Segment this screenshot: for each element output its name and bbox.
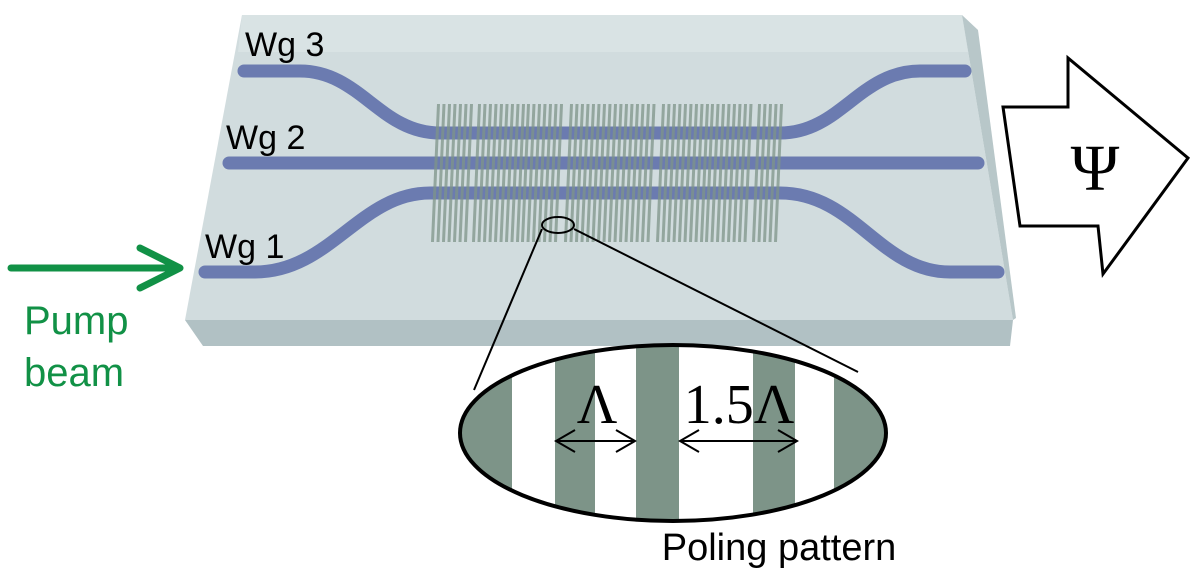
chip-right-face: [962, 15, 1016, 320]
grating-plate: [641, 104, 650, 242]
grating-plate: [442, 104, 451, 242]
grating-plate: [763, 104, 772, 242]
chip-front-face: [185, 320, 1013, 346]
grating-plate: [597, 104, 606, 242]
grating-plate: [743, 104, 753, 242]
zoom-source-ellipse: [541, 216, 575, 234]
chip-top-highlight: [238, 15, 968, 52]
grating-plate: [477, 104, 487, 242]
lambda-1.5-label: 1.5Λ: [684, 374, 795, 436]
grating-plate: [526, 104, 536, 242]
grating-plate: [564, 104, 573, 242]
grating-plate: [710, 104, 720, 242]
grating-plate: [472, 104, 481, 242]
grating-plate: [580, 104, 590, 242]
grating-plate: [516, 104, 525, 242]
poling-pattern-caption: Poling pattern: [662, 527, 897, 569]
grating-plate: [661, 104, 671, 242]
grating-plate: [721, 104, 731, 242]
poling-domain: [834, 345, 886, 521]
grating-plate: [586, 104, 595, 242]
psi-symbol: Ψ: [1071, 132, 1120, 205]
grating-plate: [716, 104, 725, 242]
grating-plate: [591, 104, 601, 242]
grating-plate: [483, 104, 492, 242]
grating-plate: [613, 104, 623, 242]
grating-plate: [436, 104, 446, 242]
grating-plate: [700, 104, 709, 242]
double-arrow-icon: [554, 429, 637, 453]
grating-plate: [537, 104, 547, 242]
wg3-label: Wg 3: [245, 26, 324, 64]
poling-grating: [431, 104, 783, 242]
grating-plate: [667, 104, 676, 242]
grating-plate: [569, 104, 579, 242]
grating-plate: [510, 104, 520, 242]
grating-plate: [705, 104, 714, 242]
double-arrow-icon: [678, 429, 799, 453]
block-arrow-icon: [1001, 54, 1191, 279]
grating-plate: [505, 104, 514, 242]
grating-plate: [608, 104, 617, 242]
grating-plate: [630, 104, 639, 242]
grating-plate: [624, 104, 634, 242]
grating-plate: [646, 104, 656, 242]
grating-plate: [694, 104, 704, 242]
wg2-label: Wg 2: [226, 119, 305, 157]
wg1-label: Wg 1: [205, 228, 284, 266]
poling-pattern-zoom: Λ 1.5Λ: [458, 343, 888, 523]
grating-plate: [656, 104, 665, 242]
grating-plate: [738, 104, 747, 242]
grating-plate: [774, 104, 783, 242]
poling-domain: [753, 345, 795, 521]
lambda-label: Λ: [577, 374, 618, 436]
grating-plate: [548, 104, 558, 242]
poling-domain: [555, 345, 595, 521]
grating-plate: [689, 104, 698, 242]
grating-plate: [494, 104, 503, 242]
grating-plate: [521, 104, 530, 242]
pump-label: Pump: [24, 299, 129, 343]
grating-plate: [672, 104, 682, 242]
grating-plate: [602, 104, 612, 242]
grating-plate: [727, 104, 736, 242]
grating-plate: [768, 104, 778, 242]
grating-plate: [757, 104, 767, 242]
grating-plate: [458, 104, 468, 242]
grating-plate: [543, 104, 552, 242]
grating-plate: [447, 104, 457, 242]
grating-plate: [732, 104, 742, 242]
poling-domain: [636, 345, 679, 521]
zoom-line-right: [573, 228, 859, 373]
beam-label: beam: [24, 351, 124, 395]
grating-plate: [488, 104, 498, 242]
zoom-line-left: [473, 228, 543, 391]
grating-plate: [554, 104, 563, 242]
grating-plate: [575, 104, 584, 242]
zoom-ellipse-outline: [458, 343, 888, 523]
grating-plate: [453, 104, 462, 242]
grating-plate: [635, 104, 645, 242]
grating-plate: [683, 104, 693, 242]
right-arrow-icon: [7, 244, 184, 292]
grating-plate: [678, 104, 687, 242]
grating-plate: [752, 104, 761, 242]
grating-plate: [532, 104, 541, 242]
grating-plate: [499, 104, 509, 242]
grating-plate: [619, 104, 628, 242]
grating-plate: [464, 104, 473, 242]
grating-plate: [431, 104, 440, 242]
